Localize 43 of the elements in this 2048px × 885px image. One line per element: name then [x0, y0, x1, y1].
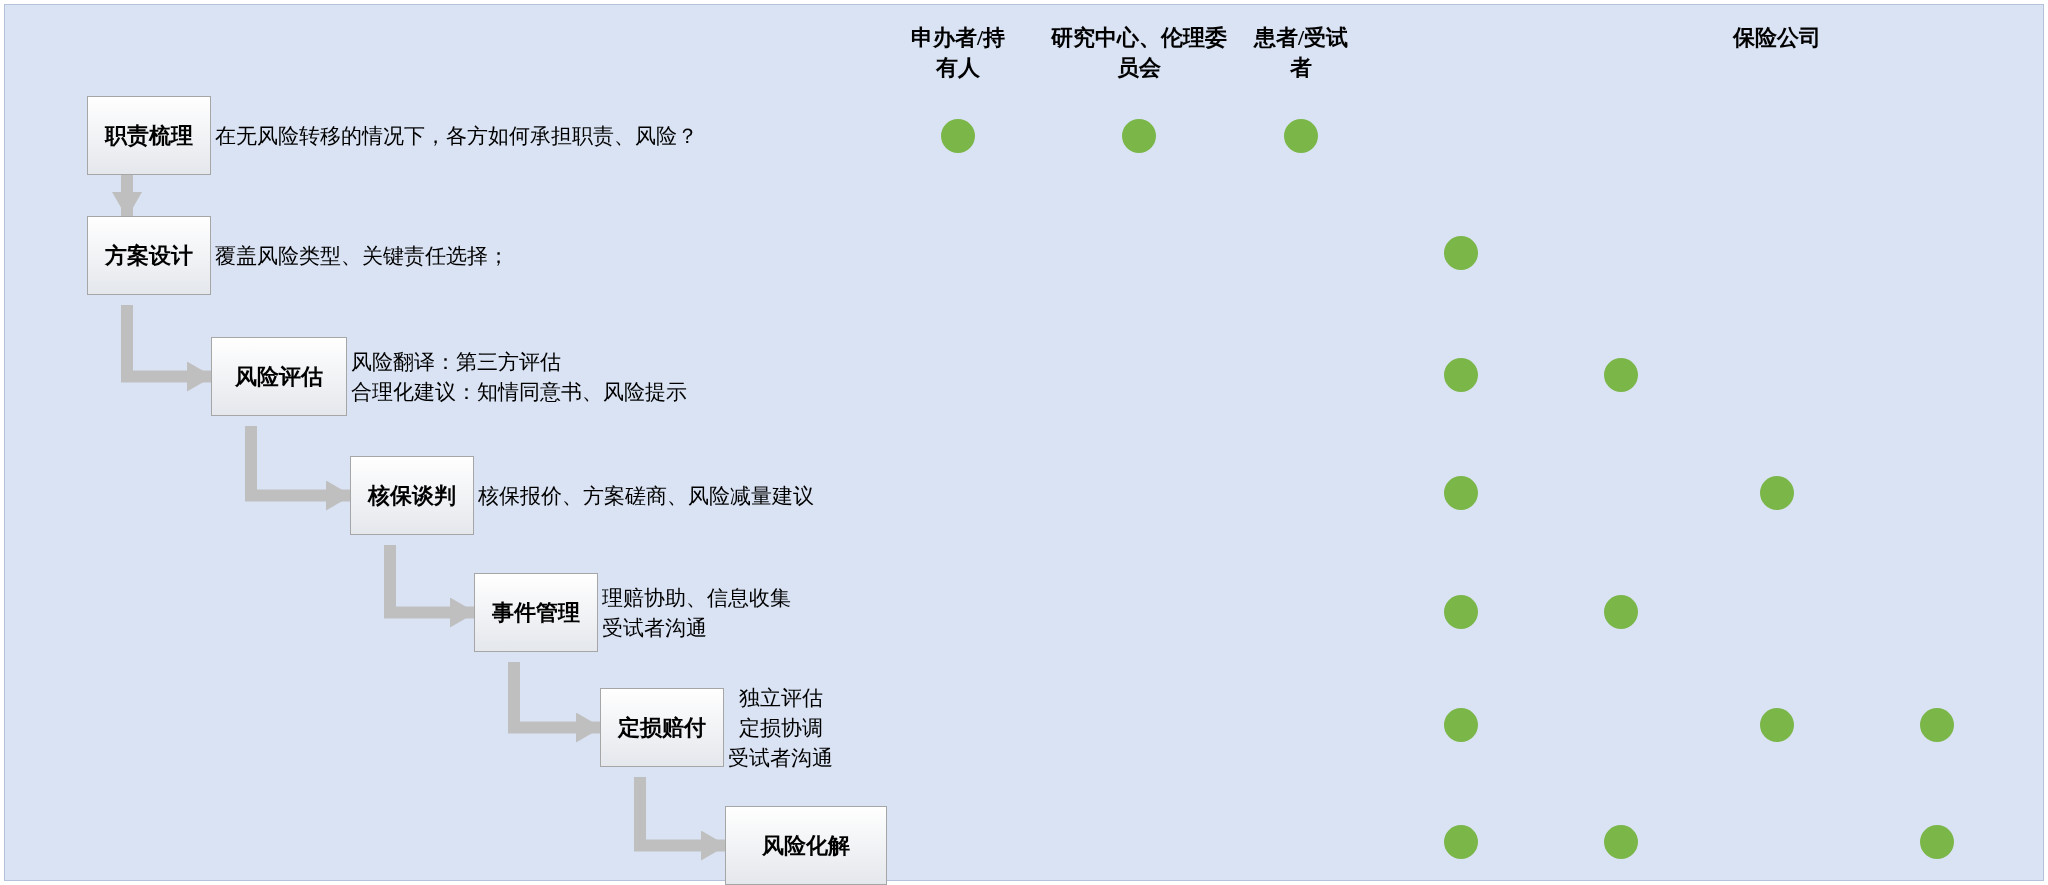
arrow	[508, 662, 602, 743]
marker-dot	[1760, 476, 1794, 510]
arrow	[634, 777, 727, 861]
marker-dot	[1284, 119, 1318, 153]
marker-dot	[1920, 825, 1954, 859]
marker-dot	[1444, 476, 1478, 510]
step-box: 风险化解	[725, 806, 887, 885]
step-box: 职责梳理	[87, 96, 211, 175]
marker-dot	[941, 119, 975, 153]
step-box: 方案设计	[87, 216, 211, 295]
step-description: 受试者沟通	[728, 744, 833, 772]
step-description: 核保报价、方案磋商、风险减量建议	[478, 482, 814, 510]
arrow	[245, 426, 352, 511]
step-description: 覆盖风险类型、关键责任选择；	[215, 242, 509, 270]
marker-dot	[1444, 708, 1478, 742]
step-box: 核保谈判	[350, 456, 474, 535]
marker-dot	[1122, 119, 1156, 153]
marker-dot	[1604, 358, 1638, 392]
arrow	[121, 305, 213, 392]
step-description: 风险翻译：第三方评估	[351, 348, 562, 376]
step-description: 独立评估	[737, 684, 824, 712]
marker-dot	[1604, 595, 1638, 629]
column-header: 申办者/持有人	[909, 24, 1007, 82]
step-description: 在无风险转移的情况下，各方如何承担职责、风险？	[215, 122, 698, 150]
step-box: 风险评估	[211, 337, 347, 416]
step-box: 定损赔付	[600, 688, 724, 767]
marker-dot	[1920, 708, 1954, 742]
marker-dot	[1760, 708, 1794, 742]
column-header: 研究中心、伦理委员会	[1050, 24, 1228, 82]
arrow	[112, 175, 142, 218]
arrow	[384, 545, 476, 628]
column-header: 保险公司	[1731, 24, 1822, 52]
column-header: 患者/受试者	[1252, 24, 1350, 82]
step-description: 受试者沟通	[602, 614, 708, 642]
step-description: 理赔协助、信息收集	[602, 584, 791, 612]
marker-dot	[1444, 358, 1478, 392]
marker-dot	[1444, 236, 1478, 270]
step-box: 事件管理	[474, 573, 598, 652]
marker-dot	[1604, 825, 1638, 859]
step-description: 定损协调	[737, 714, 824, 742]
marker-dot	[1444, 825, 1478, 859]
marker-dot	[1444, 595, 1478, 629]
step-description: 合理化建议：知情同意书、风险提示	[351, 378, 687, 406]
